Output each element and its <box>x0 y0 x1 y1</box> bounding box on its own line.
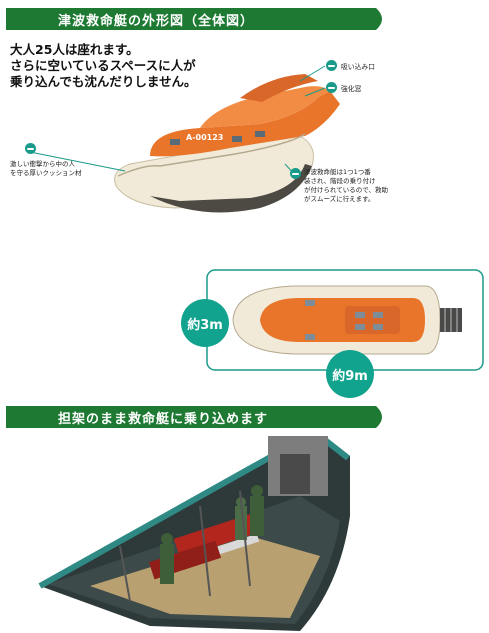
callout-stairs: 津波救命艇は1つ1つ番 装され、階段の乗り付け が付けられているので、救助 がス… <box>304 168 388 204</box>
callout-line: がスムーズに行えます。 <box>304 195 375 203</box>
length-dimension-badge: 約9m <box>326 350 374 398</box>
headline-line: 大人25人は座れます。 <box>10 42 139 57</box>
callout-marker-icon <box>25 143 36 154</box>
callout-hatch: 強化窓 <box>326 82 361 93</box>
headline-line: 乗り込んでも沈んだりしません。 <box>10 74 197 89</box>
callout-marker-icon <box>326 60 337 71</box>
callout-line: 装され、階段の乗り付け <box>304 177 376 185</box>
section-banner-exterior: 津波救命艇の外形図（全体図） <box>6 8 388 30</box>
callout-marker-icon <box>326 82 337 93</box>
callout-label: 強化窓 <box>341 84 362 93</box>
callout-line: を守る厚いクッション材 <box>10 169 82 177</box>
callout-marker-icon <box>290 168 301 179</box>
width-dimension-badge: 約3m <box>181 299 229 347</box>
callout-intake: 吸い込み口 <box>326 60 375 71</box>
headline-line: さらに空いているスペースに人が <box>10 58 196 73</box>
callout-label: 吸い込み口 <box>341 62 375 71</box>
callout-line: 激しい衝撃から中の人 <box>10 160 75 168</box>
callout-cushion: 激しい衝撃から中の人 を守る厚いクッション材 <box>10 160 82 178</box>
section-title: 担架のまま救命艇に乗り込めます <box>58 411 269 427</box>
headline: 大人25人は座れます。 さらに空いているスペースに人が 乗り込んでも沈んだりしま… <box>10 42 197 90</box>
section-banner-stretcher: 担架のまま救命艇に乗り込めます <box>6 406 388 428</box>
section-title: 津波救命艇の外形図（全体図） <box>58 13 255 29</box>
boat-side-illustration: A-00123 <box>29 65 340 213</box>
boat-cutaway-illustration <box>38 436 350 631</box>
callout-line: が付けられているので、救助 <box>304 186 389 194</box>
banner-shape <box>6 406 382 428</box>
banner-shape <box>6 8 382 30</box>
callout-line: 津波救命艇は1つ1つ番 <box>304 168 371 176</box>
boat-id-label: A-00123 <box>186 133 223 142</box>
